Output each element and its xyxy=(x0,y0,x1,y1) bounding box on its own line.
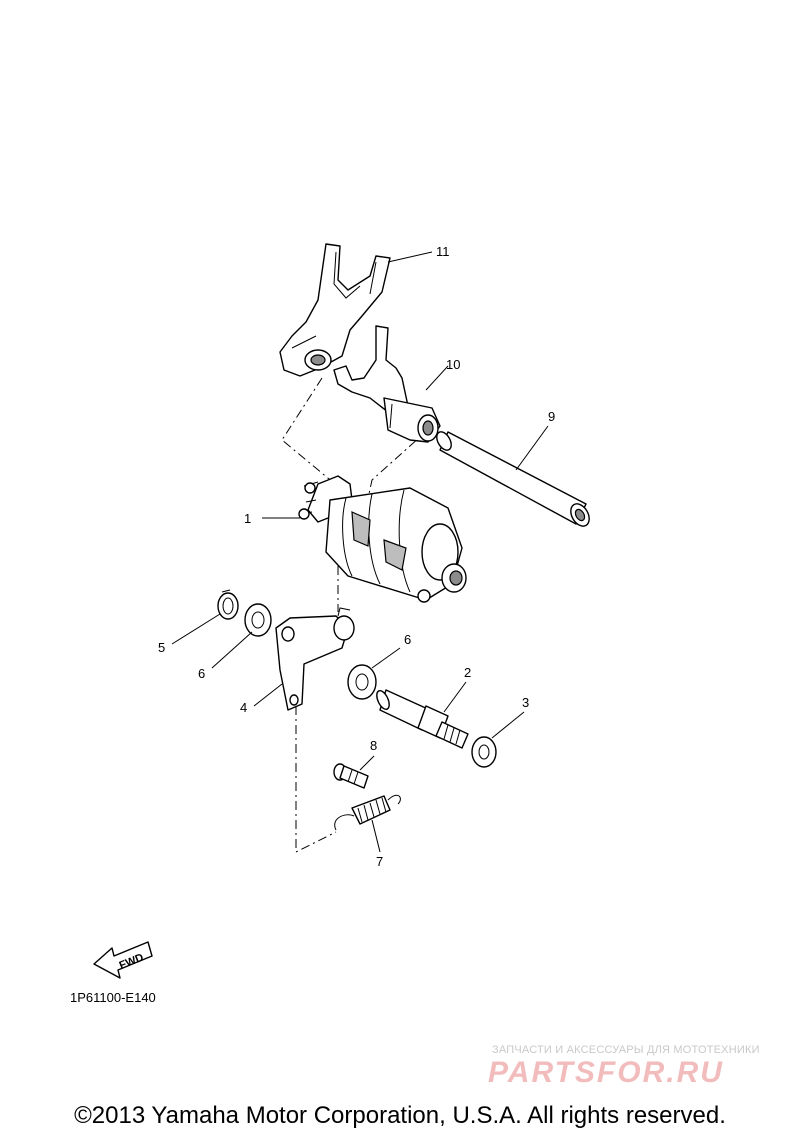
callout-1: 1 xyxy=(244,511,251,526)
shift-fork-10 xyxy=(333,325,441,443)
watermark-tagline: ЗАПЧАСТИ И АКСЕССУАРЫ ДЛЯ МОТОТЕХНИКИ xyxy=(492,1044,760,1056)
bolt-8 xyxy=(333,763,369,789)
callout-11: 11 xyxy=(436,244,450,259)
callout-8: 8 xyxy=(370,738,377,753)
shift-drum-1 xyxy=(298,475,467,603)
copyright-text: ©2013 Yamaha Motor Corporation, U.S.A. A… xyxy=(74,1102,726,1129)
bolt-2 xyxy=(376,689,469,749)
guide-bar-9 xyxy=(436,431,590,527)
callout-10: 10 xyxy=(446,357,460,372)
watermark-brand: PARTSFOR.RU xyxy=(488,1056,724,1089)
washer-6b xyxy=(347,664,377,700)
callout-6a: 6 xyxy=(198,666,205,681)
callout-leaders xyxy=(171,251,549,853)
callout-9: 9 xyxy=(548,409,555,424)
spring-7 xyxy=(334,794,401,831)
callout-numbers: 1 2 3 4 5 6 6 7 8 9 10 11 xyxy=(158,244,555,869)
washer-6a xyxy=(244,603,272,637)
shift-fork-11 xyxy=(279,243,391,377)
washer-3 xyxy=(471,736,497,768)
fwd-arrow-icon: FWD xyxy=(93,941,153,979)
callout-2: 2 xyxy=(464,665,471,680)
shift-lever-4 xyxy=(275,607,355,711)
callout-3: 3 xyxy=(522,695,529,710)
callout-7: 7 xyxy=(376,854,383,869)
callout-5: 5 xyxy=(158,640,165,655)
circlip-5 xyxy=(217,589,239,620)
diagram-code: 1P61100-E140 xyxy=(70,990,156,1005)
callout-4: 4 xyxy=(240,700,247,715)
callout-6b: 6 xyxy=(404,632,411,647)
